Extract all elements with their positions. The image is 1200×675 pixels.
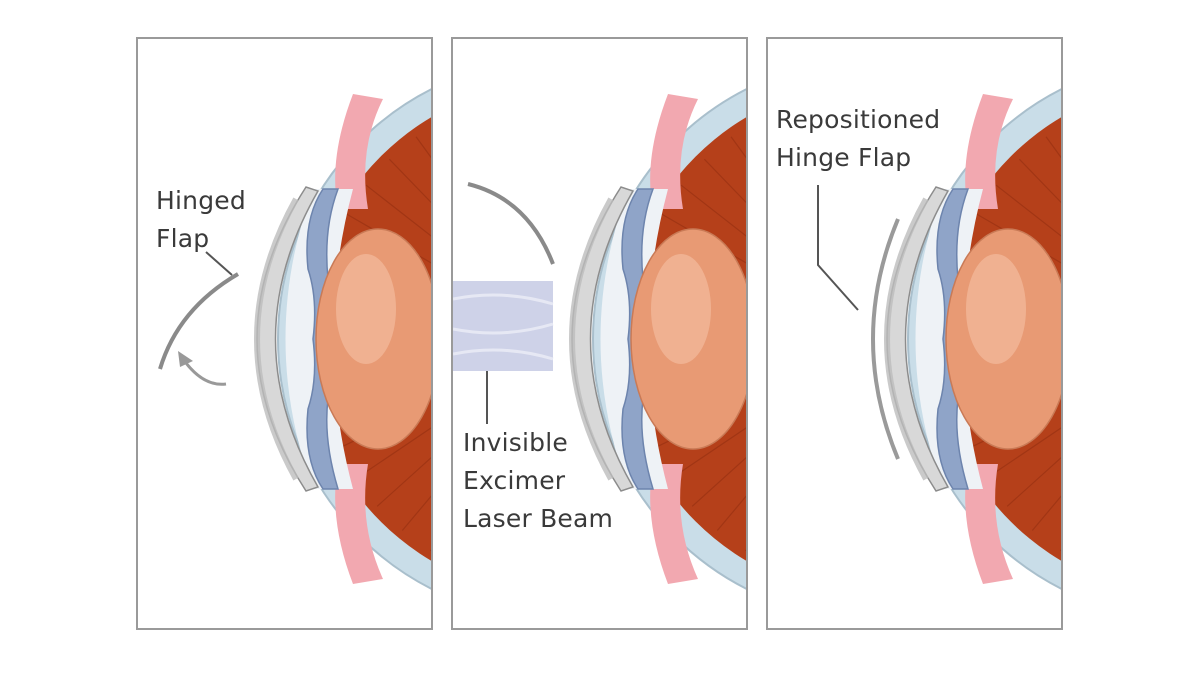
conjunctiva-top — [650, 94, 698, 209]
muscle-fiber — [401, 495, 431, 531]
muscle-fiber — [1006, 457, 1061, 507]
curved-arrow — [181, 358, 227, 386]
laser-beam-texture — [453, 293, 554, 361]
cornea-edge — [254, 197, 299, 481]
arrow-head — [178, 351, 193, 367]
panel-repositioned-flap — [766, 37, 1063, 630]
muscle-fiber — [985, 427, 1061, 480]
conjunctiva-top — [335, 94, 383, 209]
eye-illustration-1 — [158, 88, 431, 590]
conjunctiva-bottom — [335, 464, 383, 584]
panel-hinged-flap — [136, 37, 433, 630]
lens-highlight — [651, 254, 711, 364]
repositioned-flap — [871, 218, 900, 460]
cornea-edge — [884, 197, 929, 481]
lens-highlight — [966, 254, 1026, 364]
eye-illustration-2 — [453, 88, 746, 590]
label-line: Invisible — [463, 428, 568, 457]
conjunctiva-top — [965, 94, 1013, 209]
label-line: Excimer — [463, 466, 566, 495]
muscle-fiber — [376, 457, 431, 507]
muscle-fiber — [1045, 136, 1061, 159]
muscle-fiber — [415, 136, 431, 159]
muscle-fiber — [691, 457, 746, 507]
muscle-fiber — [355, 427, 431, 480]
muscle-fiber — [1018, 158, 1061, 204]
lifted-flap — [467, 182, 555, 265]
muscle-fiber — [680, 184, 746, 237]
muscle-fiber — [388, 158, 431, 204]
conjunctiva-bottom — [965, 464, 1013, 584]
label-repositioned-flap: Repositioned Hinge Flap — [776, 101, 940, 177]
label-line: Laser Beam — [463, 504, 614, 533]
label-line: Hinge Flap — [776, 143, 912, 172]
eye-illustration-3 — [871, 88, 1061, 590]
muscle-fiber — [1031, 495, 1061, 531]
muscle-fiber — [365, 184, 431, 237]
muscle-fiber — [730, 136, 746, 159]
lens-highlight — [336, 254, 396, 364]
hinged-flap — [158, 272, 240, 370]
muscle-fiber — [995, 184, 1061, 237]
label-line: Flap — [156, 224, 210, 253]
label-line: Repositioned — [776, 105, 941, 134]
panel-laser-beam — [451, 37, 748, 630]
label-laser-beam: Invisible Excimer Laser Beam — [463, 424, 613, 538]
muscle-fiber — [670, 427, 746, 480]
label-hinged-flap: Hinged Flap — [156, 182, 246, 258]
muscle-fiber — [716, 495, 746, 531]
cornea-edge — [569, 197, 614, 481]
conjunctiva-bottom — [650, 464, 698, 584]
muscle-fiber — [703, 158, 746, 204]
label-line: Hinged — [156, 186, 246, 215]
